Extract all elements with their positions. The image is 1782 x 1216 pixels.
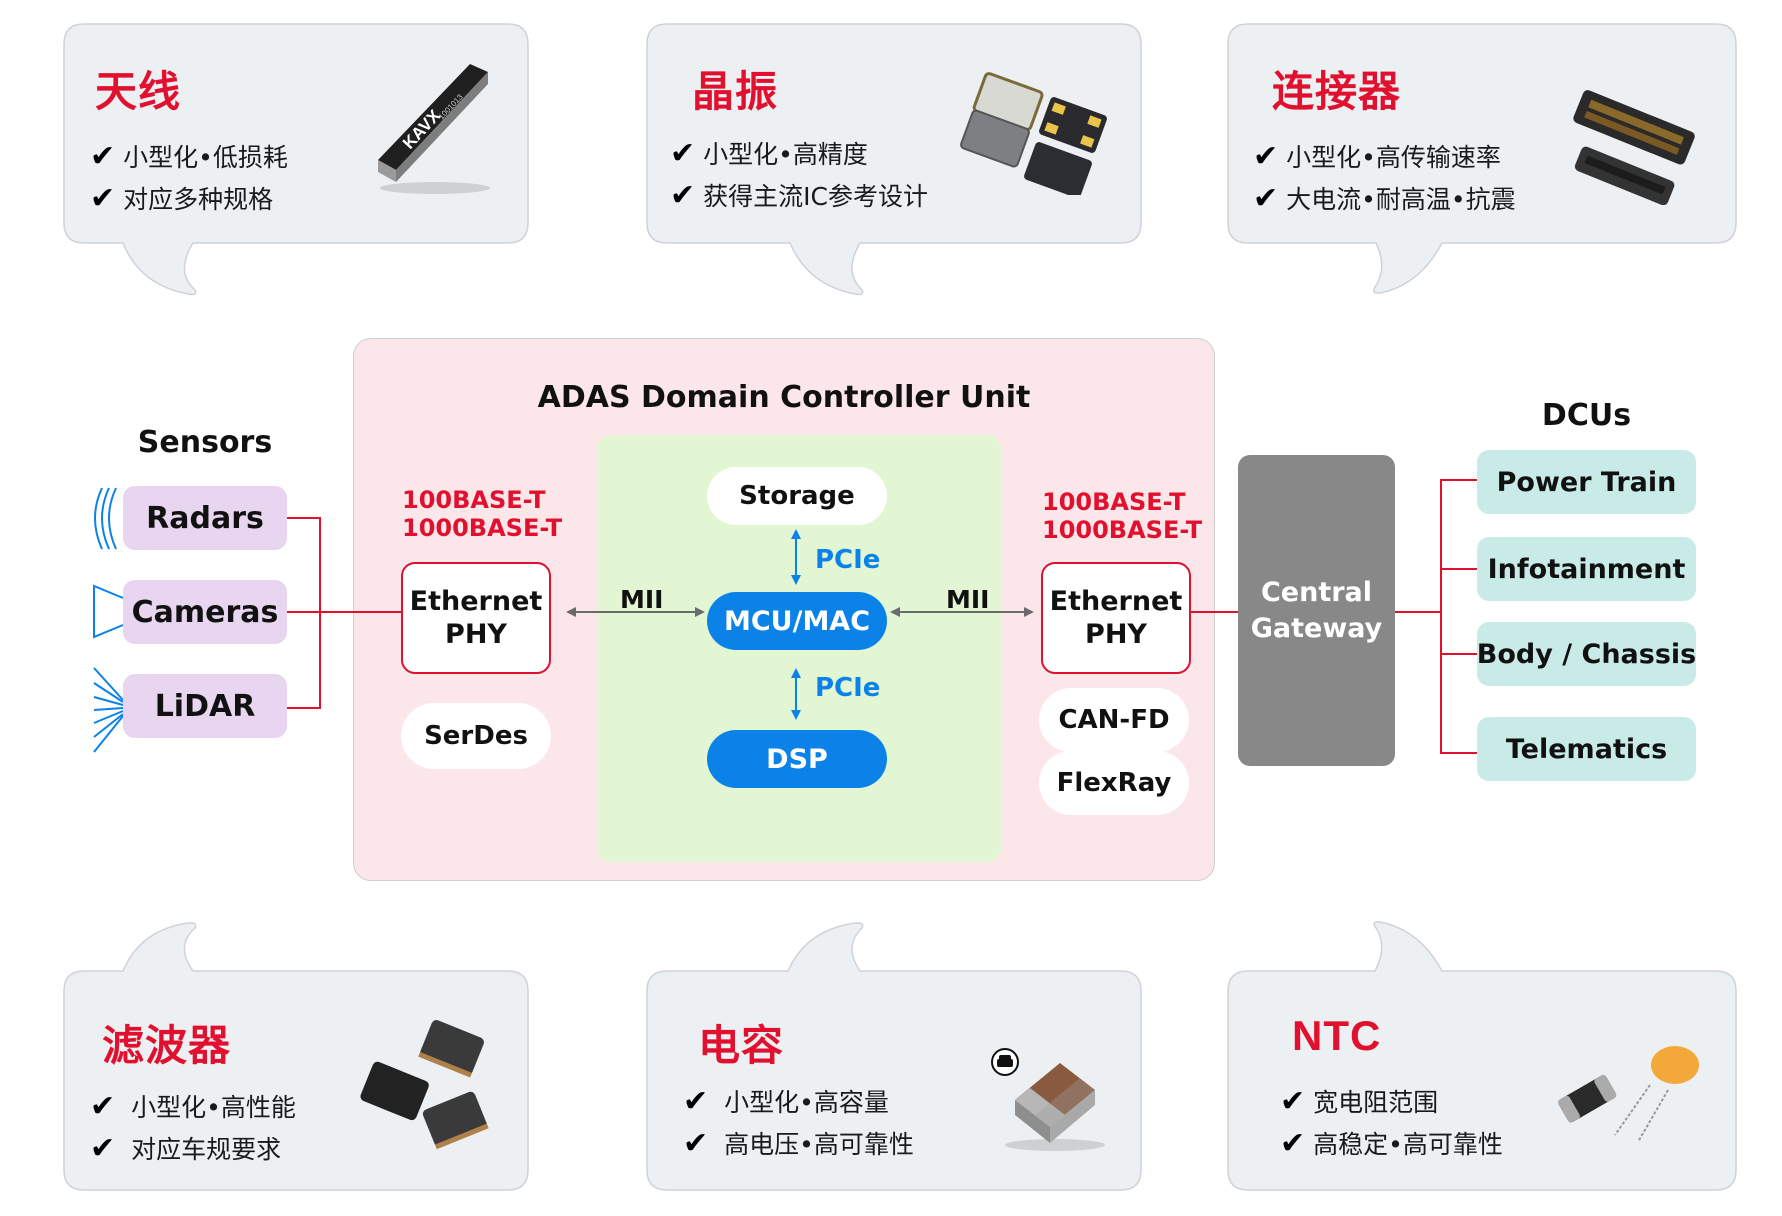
automotive-car-icon (991, 1048, 1019, 1076)
dcus-title: DCUs (1541, 398, 1632, 433)
left-ethernet-standard-label: 100BASE-T 1000BASE-T (402, 486, 563, 542)
card-title-crystal: 晶振 (692, 67, 779, 116)
check-icon: ✔ (90, 138, 116, 174)
serdes-block[interactable]: SerDes (401, 703, 551, 769)
feature-item: ✔大电流•耐高温•抗震 (1253, 180, 1516, 216)
sensor-cameras[interactable]: Cameras (123, 580, 287, 644)
check-icon: ✔ (90, 1088, 116, 1124)
dcu-power-train[interactable]: Power Train (1477, 450, 1696, 514)
mii-right-label: MII (946, 585, 990, 614)
feature-item: ✔对应多种规格 (90, 180, 274, 216)
camera-icon (93, 584, 124, 639)
sensor-radars[interactable]: Radars (123, 486, 287, 550)
feature-item: ✔小型化•高性能 (90, 1088, 296, 1124)
feature-item: ✔高电压•高可靠性 (683, 1125, 914, 1161)
feature-item: ✔高稳定•高可靠性 (1280, 1125, 1503, 1161)
mlcc-capacitor-image (991, 1048, 1105, 1151)
card-title-filter: 滤波器 (102, 1021, 232, 1070)
pcie-top-label: PCIe (815, 545, 881, 575)
feature-item: ✔小型化•高传输速率 (1253, 138, 1501, 174)
panel-title: ADAS Domain Controller Unit (537, 380, 1031, 415)
ntc-thermistor-image (1557, 1046, 1699, 1143)
flexray-block[interactable]: FlexRay (1039, 751, 1189, 815)
feature-item: ✔小型化•低损耗 (90, 138, 288, 174)
right-ethernet-phy[interactable]: Ethernet PHY (1041, 562, 1191, 674)
left-ethernet-phy[interactable]: Ethernet PHY (401, 562, 551, 674)
mii-left-label: MII (620, 585, 664, 614)
feature-item: ✔小型化•高精度 (670, 135, 868, 171)
check-icon: ✔ (1280, 1083, 1306, 1119)
sensor-lidar[interactable]: LiDAR (123, 674, 287, 738)
feature-item: ✔获得主流IC参考设计 (670, 177, 928, 213)
card-title-capacitor: 电容 (698, 1021, 785, 1070)
lidar-beams-icon (93, 667, 124, 753)
feature-item: ✔对应车规要求 (90, 1130, 282, 1166)
right-ethernet-standard-label: 100BASE-T 1000BASE-T (1042, 488, 1203, 544)
feature-item: ✔小型化•高容量 (683, 1083, 889, 1119)
check-icon: ✔ (1280, 1125, 1306, 1161)
antenna-chip-image: KAVX 1001013 (378, 64, 490, 194)
check-icon: ✔ (90, 180, 116, 216)
check-icon: ✔ (1253, 180, 1279, 216)
card-title-ntc: NTC (1292, 1012, 1382, 1059)
dcu-bus-line (1440, 479, 1477, 754)
check-icon: ✔ (90, 1130, 116, 1166)
filter-chip-image (360, 1020, 489, 1150)
sensor-bus-line (287, 517, 321, 709)
check-icon: ✔ (670, 135, 696, 171)
mcu-mac-block[interactable]: MCU/MAC (707, 592, 887, 650)
dcu-telematics[interactable]: Telematics (1477, 717, 1696, 781)
sensors-title: Sensors (137, 425, 273, 460)
dcu-infotainment[interactable]: Infotainment (1477, 537, 1696, 601)
board-connector-image (1573, 90, 1695, 205)
storage-block[interactable]: Storage (707, 467, 887, 525)
check-icon: ✔ (683, 1125, 709, 1161)
feature-item: ✔宽电阻范围 (1280, 1083, 1439, 1119)
pcie-bottom-label: PCIe (815, 673, 881, 703)
card-title-antenna: 天线 (95, 67, 182, 116)
central-gateway[interactable]: Central Gateway (1238, 455, 1395, 766)
check-icon: ✔ (683, 1083, 709, 1119)
dcu-body-chassis[interactable]: Body / Chassis (1477, 622, 1696, 686)
check-icon: ✔ (670, 177, 696, 213)
card-title-connector: 连接器 (1272, 67, 1402, 116)
can-fd-block[interactable]: CAN-FD (1039, 688, 1189, 752)
crystal-oscillator-image (960, 72, 1107, 195)
dsp-block[interactable]: DSP (707, 730, 887, 788)
radar-waves-icon (94, 487, 117, 550)
check-icon: ✔ (1253, 138, 1279, 174)
